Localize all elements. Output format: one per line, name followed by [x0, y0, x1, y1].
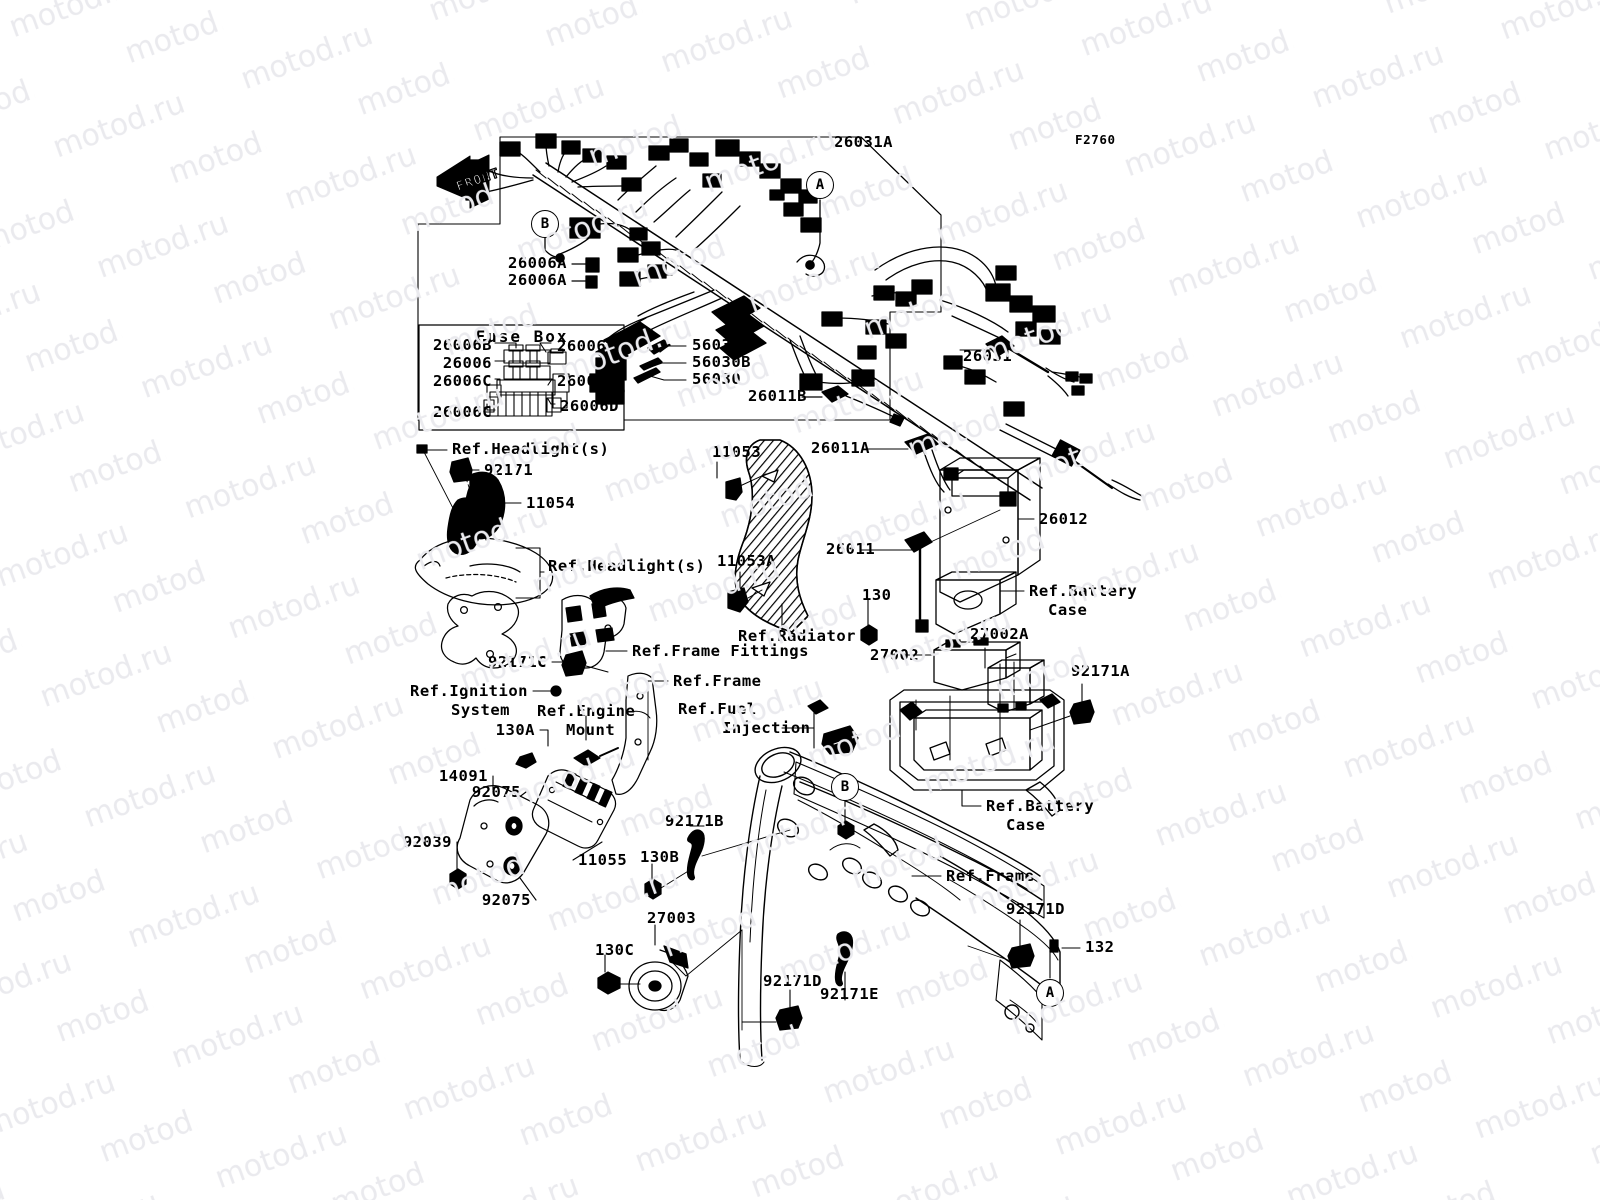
part-label-p33: 26011A [811, 439, 870, 457]
part-label-p05: 26006 [442, 354, 492, 372]
part-label-p24: 11055 [578, 851, 628, 869]
part-label-p04: 26006B [433, 336, 492, 354]
part-label-p36: 26012 [1039, 510, 1089, 528]
part-label-p37: 27002 [870, 646, 920, 664]
part-label-p09: 26006D [557, 372, 616, 390]
part-label-p11: 56030A [692, 336, 751, 354]
ref-label-r13: Case [1048, 601, 1088, 619]
part-label-p22: 92039 [402, 833, 452, 851]
ref-label-r09: Ref.Fuel [678, 700, 757, 718]
callout-marker-b-m2: B [531, 210, 559, 238]
part-label-p34: 26011 [826, 540, 876, 558]
callout-marker-a-m1: A [806, 171, 834, 199]
part-label-p03: 26006A [508, 271, 567, 289]
callout-marker-a-m4: A [1036, 979, 1064, 1007]
ref-label-r14: Ref.Battery [986, 797, 1095, 815]
part-label-p40: 92171D [1006, 900, 1065, 918]
part-label-p10: 26006D [560, 397, 619, 415]
part-label-p12: 56030B [692, 353, 751, 371]
part-label-p31: 11053 [712, 443, 762, 461]
part-label-p35: 130 [862, 586, 892, 604]
part-label-p18: 92171C [488, 653, 547, 671]
part-label-p23: 92075 [481, 891, 531, 909]
part-label-p41: 132 [1085, 938, 1115, 956]
part-label-p08: 26006C [557, 337, 616, 355]
part-label-p29: 92171D [763, 972, 822, 990]
ref-label-r15: Case [1006, 816, 1046, 834]
ref-label-r16: Ref.Frame [946, 867, 1035, 885]
part-label-p27: 27003 [647, 909, 697, 927]
part-label-p01: 26031A [834, 133, 893, 151]
ref-label-r03: Ref.Ignition [410, 682, 528, 700]
part-label-p30: 92171E [820, 985, 879, 1003]
ref-label-r04: System [451, 701, 510, 719]
part-label-p07: 26006C [433, 403, 492, 421]
part-label-p26: 92171B [665, 812, 724, 830]
part-label-p32: 11053A [717, 552, 776, 570]
part-label-p16: 92171 [484, 461, 534, 479]
part-label-p21: 92075 [471, 783, 521, 801]
ref-label-r01: Ref.Headlight(s) [452, 440, 610, 458]
part-label-p02: 26006A [508, 254, 567, 272]
part-label-p15: 26031 [963, 347, 1013, 365]
ref-label-r08: Ref.Frame [673, 672, 762, 690]
ref-label-r12: Ref.Battery [1029, 582, 1138, 600]
ref-label-r10: Injection [722, 719, 811, 737]
diagram-code: F2760 [1075, 132, 1116, 147]
part-label-p06: 26006C [433, 372, 492, 390]
part-label-p19: 130A [495, 721, 535, 739]
callout-marker-b-m3: B [831, 773, 859, 801]
part-label-p14: 26011B [748, 387, 807, 405]
ref-label-r05: Ref.Engine [537, 702, 636, 720]
part-label-p38: 27002A [970, 625, 1029, 643]
ref-label-r06: Mount [566, 721, 616, 739]
part-label-p39: 92171A [1071, 662, 1130, 680]
part-label-p25: 130B [640, 848, 680, 866]
ref-label-r02: Ref.Headlight(s) [548, 557, 706, 575]
ref-label-r11: Ref.Radiator [738, 627, 856, 645]
part-label-p13: 56030 [692, 370, 742, 388]
part-label-p28: 130C [595, 941, 635, 959]
part-label-p17: 11054 [526, 494, 576, 512]
